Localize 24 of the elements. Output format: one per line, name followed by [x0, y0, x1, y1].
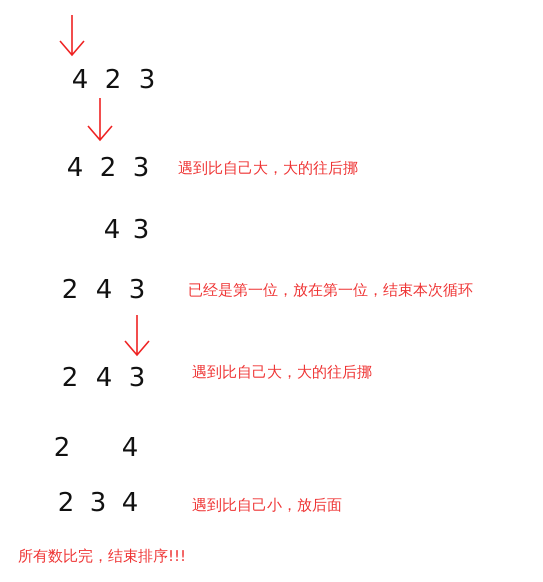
digit: 2	[104, 65, 122, 95]
digit: 2	[62, 275, 78, 305]
digit: 3	[90, 488, 106, 518]
digit: 2	[54, 433, 70, 463]
digit: 3	[128, 363, 146, 393]
digit: 3	[138, 65, 156, 95]
digit: 4	[66, 153, 84, 183]
digit: 3	[128, 275, 146, 305]
digit: 2	[58, 488, 74, 518]
digit: 4	[72, 65, 88, 95]
digit: 4	[122, 433, 138, 463]
digit: 4	[96, 275, 112, 305]
digit: 4	[122, 488, 138, 518]
digit: 3	[132, 215, 150, 245]
note-text: 遇到比自己大，大的往后挪	[192, 362, 372, 382]
note-text: 所有数比完，结束排序!!!	[18, 546, 186, 566]
note-text: 遇到比自己大，大的往后挪	[178, 158, 358, 178]
note-text: 遇到比自己小，放后面	[192, 495, 342, 515]
note-text: 已经是第一位，放在第一位，结束本次循环	[188, 280, 473, 300]
digit: 4	[104, 215, 120, 245]
digit: 4	[96, 363, 112, 393]
digit: 2	[62, 363, 78, 393]
digit: 2	[100, 153, 116, 183]
digit: 3	[132, 153, 150, 183]
